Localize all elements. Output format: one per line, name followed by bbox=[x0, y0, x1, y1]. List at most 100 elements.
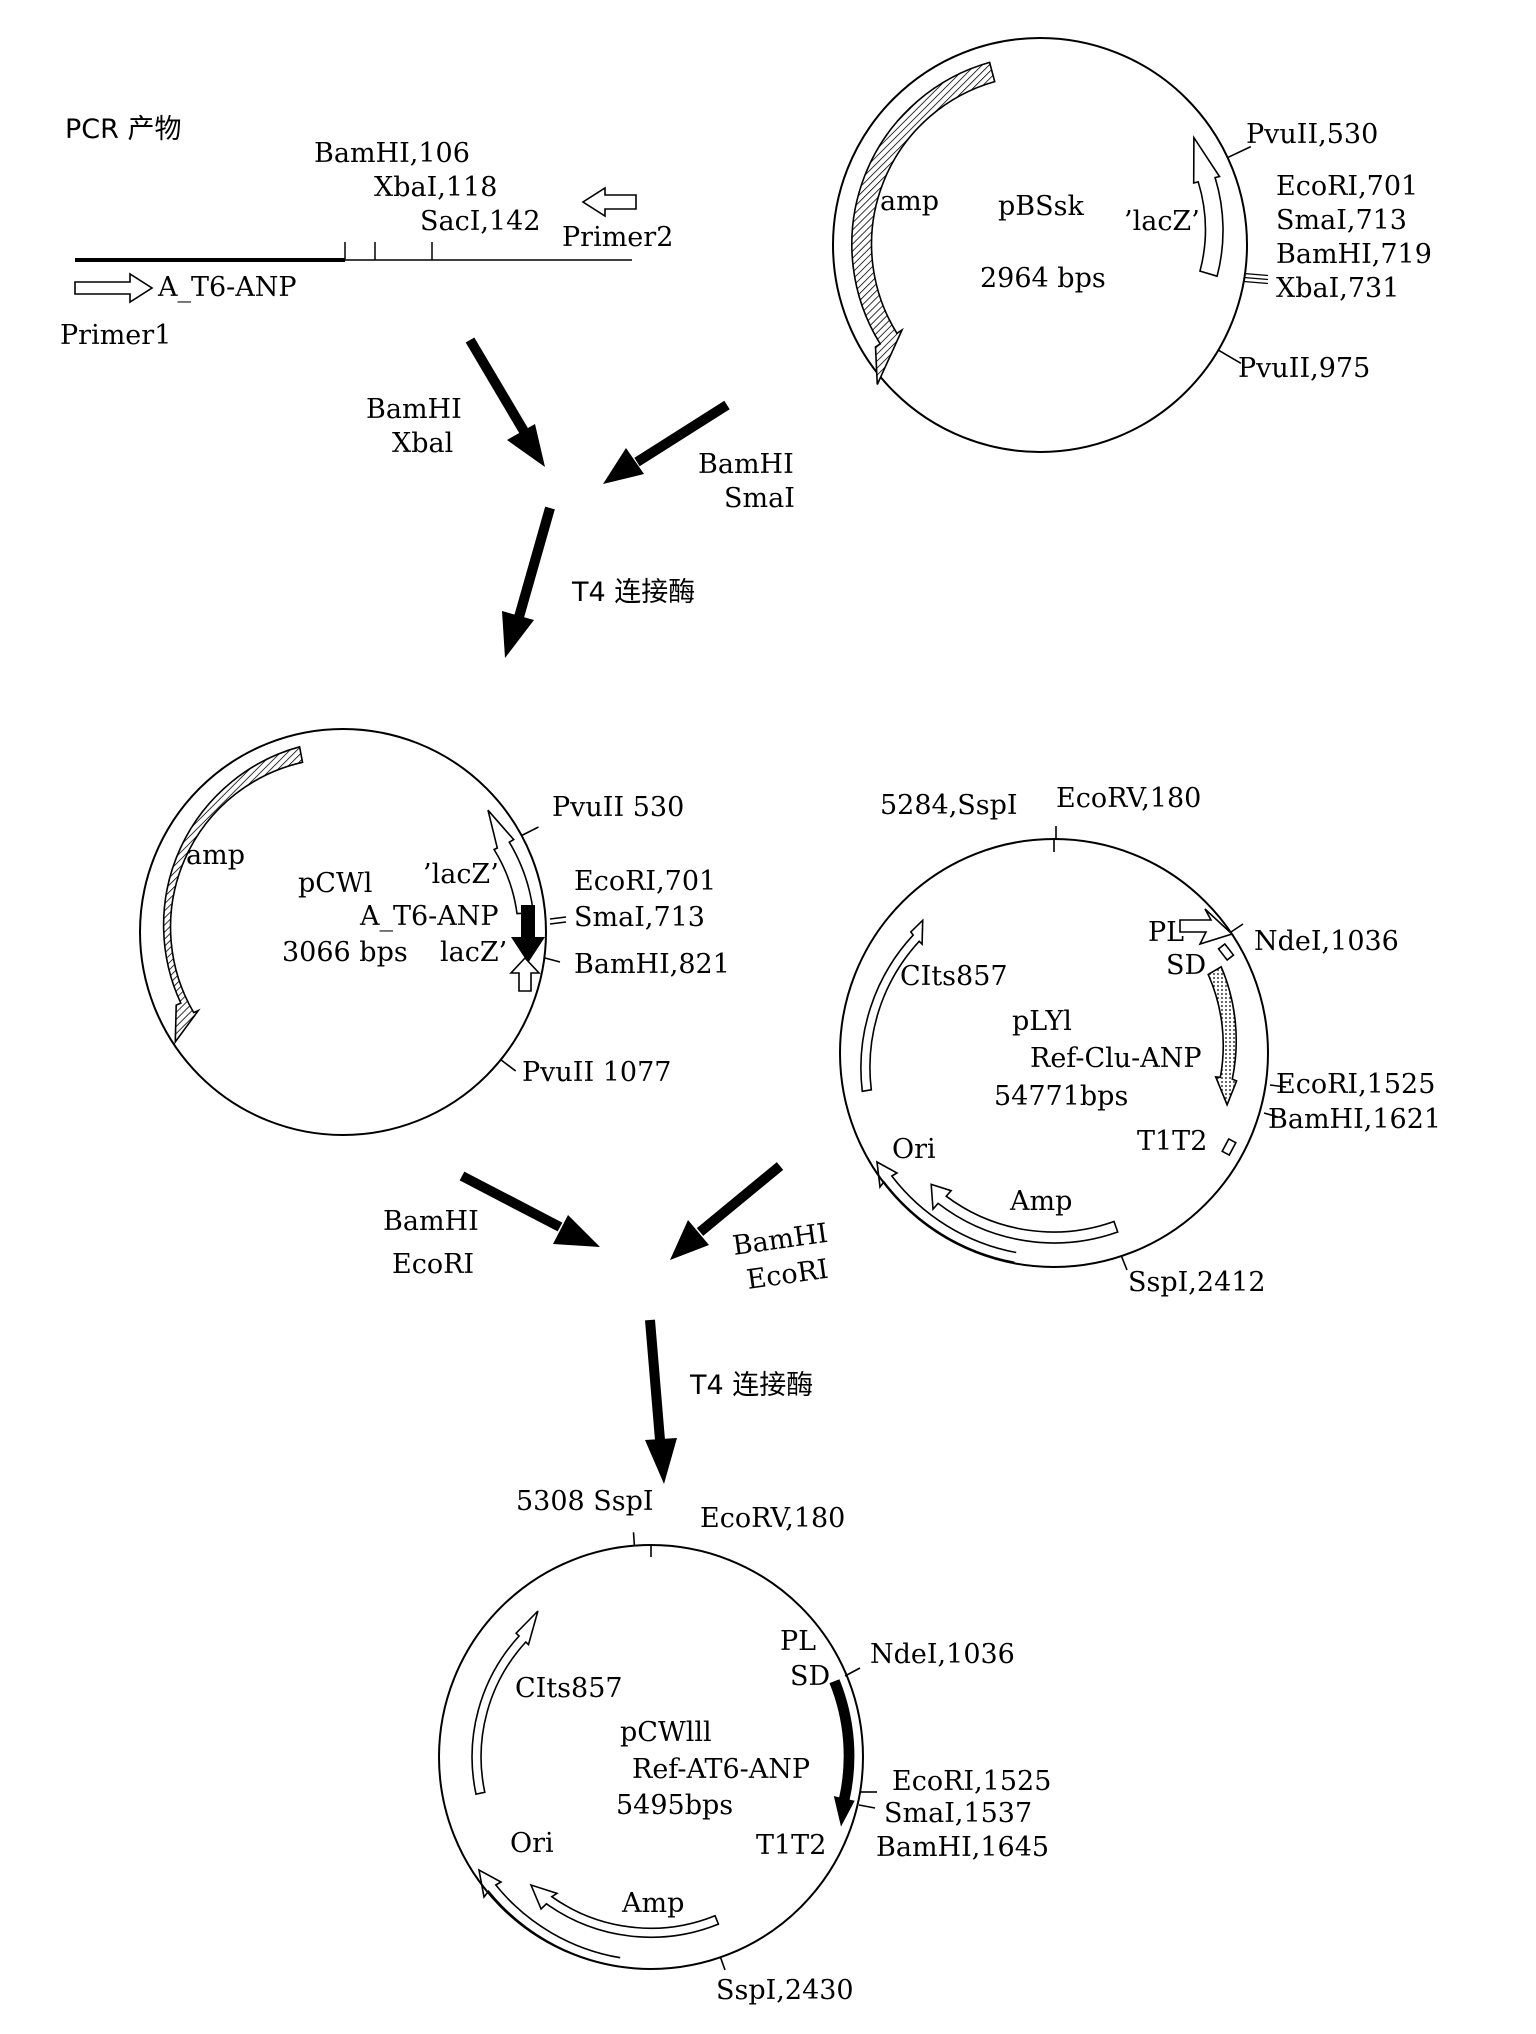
pcw1-plasmid: amp pCWl ’lacZ’ A_T6-ANP 3066 bps lacZ’ … bbox=[139, 728, 730, 1136]
pcw3-site-ecorv-180: EcoRV,180 bbox=[700, 1503, 845, 1534]
pbssk-tick-pvuii-530 bbox=[1227, 145, 1252, 159]
ply1-site-ecori-1525: EcoRI,1525 bbox=[1276, 1069, 1435, 1100]
ply1-tick-bamhi bbox=[1263, 1112, 1279, 1118]
pcw1-size: 3066 bps bbox=[282, 937, 408, 968]
step2-left-enzyme-1: BamHI bbox=[383, 1206, 479, 1237]
ply1-size: 54771bps bbox=[994, 1081, 1128, 1112]
ply1-sd-box bbox=[1217, 942, 1235, 962]
pcw3-gene-label: Ref-AT6-ANP bbox=[632, 1754, 810, 1785]
pcw1-lacz-arrow-icon bbox=[487, 809, 535, 915]
pcw3-site-smai-1537: SmaI,1537 bbox=[884, 1798, 1032, 1829]
ply1-amp-label: Amp bbox=[1009, 1186, 1072, 1217]
pcw1-lacz-bottom-label: lacZ’ bbox=[440, 937, 507, 968]
pcw1-lacz-top-label: ’lacZ’ bbox=[423, 859, 499, 890]
pbssk-site-bamhi-719: BamHI,719 bbox=[1276, 239, 1432, 270]
pcw3-name: pCWlll bbox=[620, 1717, 712, 1748]
pcw1-site-smai-713: SmaI,713 bbox=[574, 902, 705, 933]
pcw1-amp-arrow-icon bbox=[162, 745, 304, 1045]
pcw3-plasmid: CIts857 pCWlll Ref-AT6-ANP 5495bps PL SD… bbox=[438, 1486, 1051, 2006]
ply1-tick-ndei bbox=[1230, 923, 1244, 933]
step1-right-enzyme-2: SmaI bbox=[724, 483, 795, 514]
ply1-pl-label: PL bbox=[1148, 917, 1184, 948]
step1-left-enzyme-1: BamHI bbox=[366, 394, 462, 425]
ply1-site-sspi-5284: 5284,SspI bbox=[880, 790, 1018, 821]
step1-arrows: BamHI Xbal BamHI SmaI T4 连接酶 bbox=[366, 337, 795, 658]
pcr-site-xbai: XbaI,118 bbox=[374, 172, 497, 203]
ply1-sd-label: SD bbox=[1166, 950, 1206, 981]
ply1-tick-ecori bbox=[1269, 1084, 1287, 1088]
pcw1-name: pCWl bbox=[298, 868, 372, 899]
ply1-amp-arrow-icon bbox=[930, 1183, 1119, 1244]
pcw3-sd-label: SD bbox=[790, 1661, 830, 1692]
pcw3-site-ecori-1525: EcoRI,1525 bbox=[892, 1766, 1051, 1797]
pcw1-tick-bamhi bbox=[544, 957, 561, 963]
ply1-cits-label: CIts857 bbox=[900, 961, 1008, 992]
ply1-ori-arrow-icon bbox=[876, 1160, 1017, 1264]
step2-left-arrowhead-icon bbox=[553, 1215, 600, 1247]
ply1-site-bamhi-1621: BamHI,1621 bbox=[1268, 1104, 1441, 1135]
pcw1-site-ecori-701: EcoRI,701 bbox=[574, 866, 716, 897]
pcw3-site-ndei-1036: NdeI,1036 bbox=[870, 1639, 1015, 1670]
pbssk-site-pvuii-975: PvuII,975 bbox=[1238, 353, 1370, 384]
pcw1-circle bbox=[139, 728, 547, 1136]
pcw3-tick-smai bbox=[858, 1804, 876, 1809]
step1-left-arrowhead-icon bbox=[507, 424, 545, 467]
pbssk-site-ecori-701: EcoRI,701 bbox=[1276, 171, 1418, 202]
ply1-name: pLYl bbox=[1012, 1006, 1072, 1037]
pbssk-circle bbox=[832, 37, 1248, 453]
ply1-plasmid: CIts857 pLYl Ref-Clu-ANP 54771bps PL SD … bbox=[839, 783, 1441, 1298]
pcw1-tick-pvuii-1077 bbox=[500, 1059, 517, 1072]
ply1-cits-arrow-icon bbox=[860, 918, 924, 1093]
pbssk-amp-arrow-icon bbox=[851, 61, 996, 385]
pcw3-pl-label: PL bbox=[780, 1626, 816, 1657]
pcw1-lacz-small-arrow-icon bbox=[509, 956, 541, 992]
pbssk-lacz-label: ’lacZ’ bbox=[1124, 206, 1200, 237]
ply1-t1t2-label: T1T2 bbox=[1137, 1126, 1207, 1157]
step1-ligase-label: T4 连接酶 bbox=[571, 577, 695, 608]
pcw1-anp-arrow-icon bbox=[511, 905, 545, 963]
ply1-site-ecorv-180: EcoRV,180 bbox=[1056, 783, 1201, 814]
step1-right-enzyme-1: BamHI bbox=[698, 449, 794, 480]
pcr-title: PCR 产物 bbox=[65, 114, 181, 145]
pcr-site-saci: SacI,142 bbox=[420, 206, 541, 237]
primer2-label: Primer2 bbox=[562, 222, 673, 253]
pbssk-name: pBSsk bbox=[998, 191, 1084, 222]
pcw3-cits-arrow-icon bbox=[471, 1610, 539, 1796]
pcw1-tick-pvuii-530 bbox=[522, 826, 539, 836]
step2-arrows: BamHI EcoRI BamHI EcoRI T4 连接酶 bbox=[383, 1162, 831, 1484]
pcr-site-bamhi: BamHI,106 bbox=[314, 138, 470, 169]
ply1-site-sspi-2412: SspI,2412 bbox=[1128, 1267, 1266, 1298]
pbssk-tick-pvuii-975 bbox=[1218, 349, 1242, 364]
pcr-gene-label: A_T6-ANP bbox=[157, 272, 297, 303]
pcw3-size: 5495bps bbox=[616, 1790, 733, 1821]
pbssk-site-smai-713: SmaI,713 bbox=[1276, 205, 1407, 236]
step1-down-arrowhead-icon bbox=[502, 611, 534, 658]
step1-right-arrowhead-icon bbox=[603, 448, 644, 484]
primer1-arrow-icon bbox=[74, 272, 154, 304]
pcw3-cits-label: CIts857 bbox=[515, 1673, 623, 1704]
pcw1-amp-label: amp bbox=[186, 840, 245, 871]
step2-right-arrowhead-icon bbox=[670, 1220, 709, 1260]
pcw3-tick-sspi-5308 bbox=[632, 1532, 636, 1546]
pcw3-site-sspi-5308: 5308 SspI bbox=[516, 1486, 654, 1517]
pbssk-site-xbai-731: XbaI,731 bbox=[1276, 273, 1399, 304]
primer1-label: Primer1 bbox=[60, 320, 171, 351]
pcw3-t1t2-label: T1T2 bbox=[756, 1830, 826, 1861]
step2-right-enzyme-2: EcoRI bbox=[745, 1254, 831, 1296]
pbssk-site-pvuii-530: PvuII,530 bbox=[1246, 119, 1378, 150]
ply1-pl-arrow-icon bbox=[1179, 908, 1234, 946]
step1-left-enzyme-2: Xbal bbox=[392, 428, 453, 459]
pcw3-tick-ndei bbox=[844, 1667, 861, 1677]
pcw1-site-pvuii-530: PvuII 530 bbox=[552, 792, 684, 823]
pcw3-amp-label: Amp bbox=[621, 1888, 684, 1919]
pcw3-ori-label: Ori bbox=[510, 1828, 554, 1859]
step2-down-arrowhead-icon bbox=[645, 1438, 677, 1484]
step2-left-enzyme-2: EcoRI bbox=[392, 1249, 474, 1280]
pcw3-site-sspi-2430: SspI,2430 bbox=[716, 1975, 854, 2006]
pcw3-site-bamhi-1645: BamHI,1645 bbox=[876, 1832, 1049, 1863]
ply1-ori-label: Ori bbox=[892, 1134, 936, 1165]
pbssk-amp-label: amp bbox=[880, 186, 939, 217]
pcw1-site-bamhi-821: BamHI,821 bbox=[574, 949, 730, 980]
ply1-gene-label: Ref-Clu-ANP bbox=[1030, 1043, 1202, 1074]
